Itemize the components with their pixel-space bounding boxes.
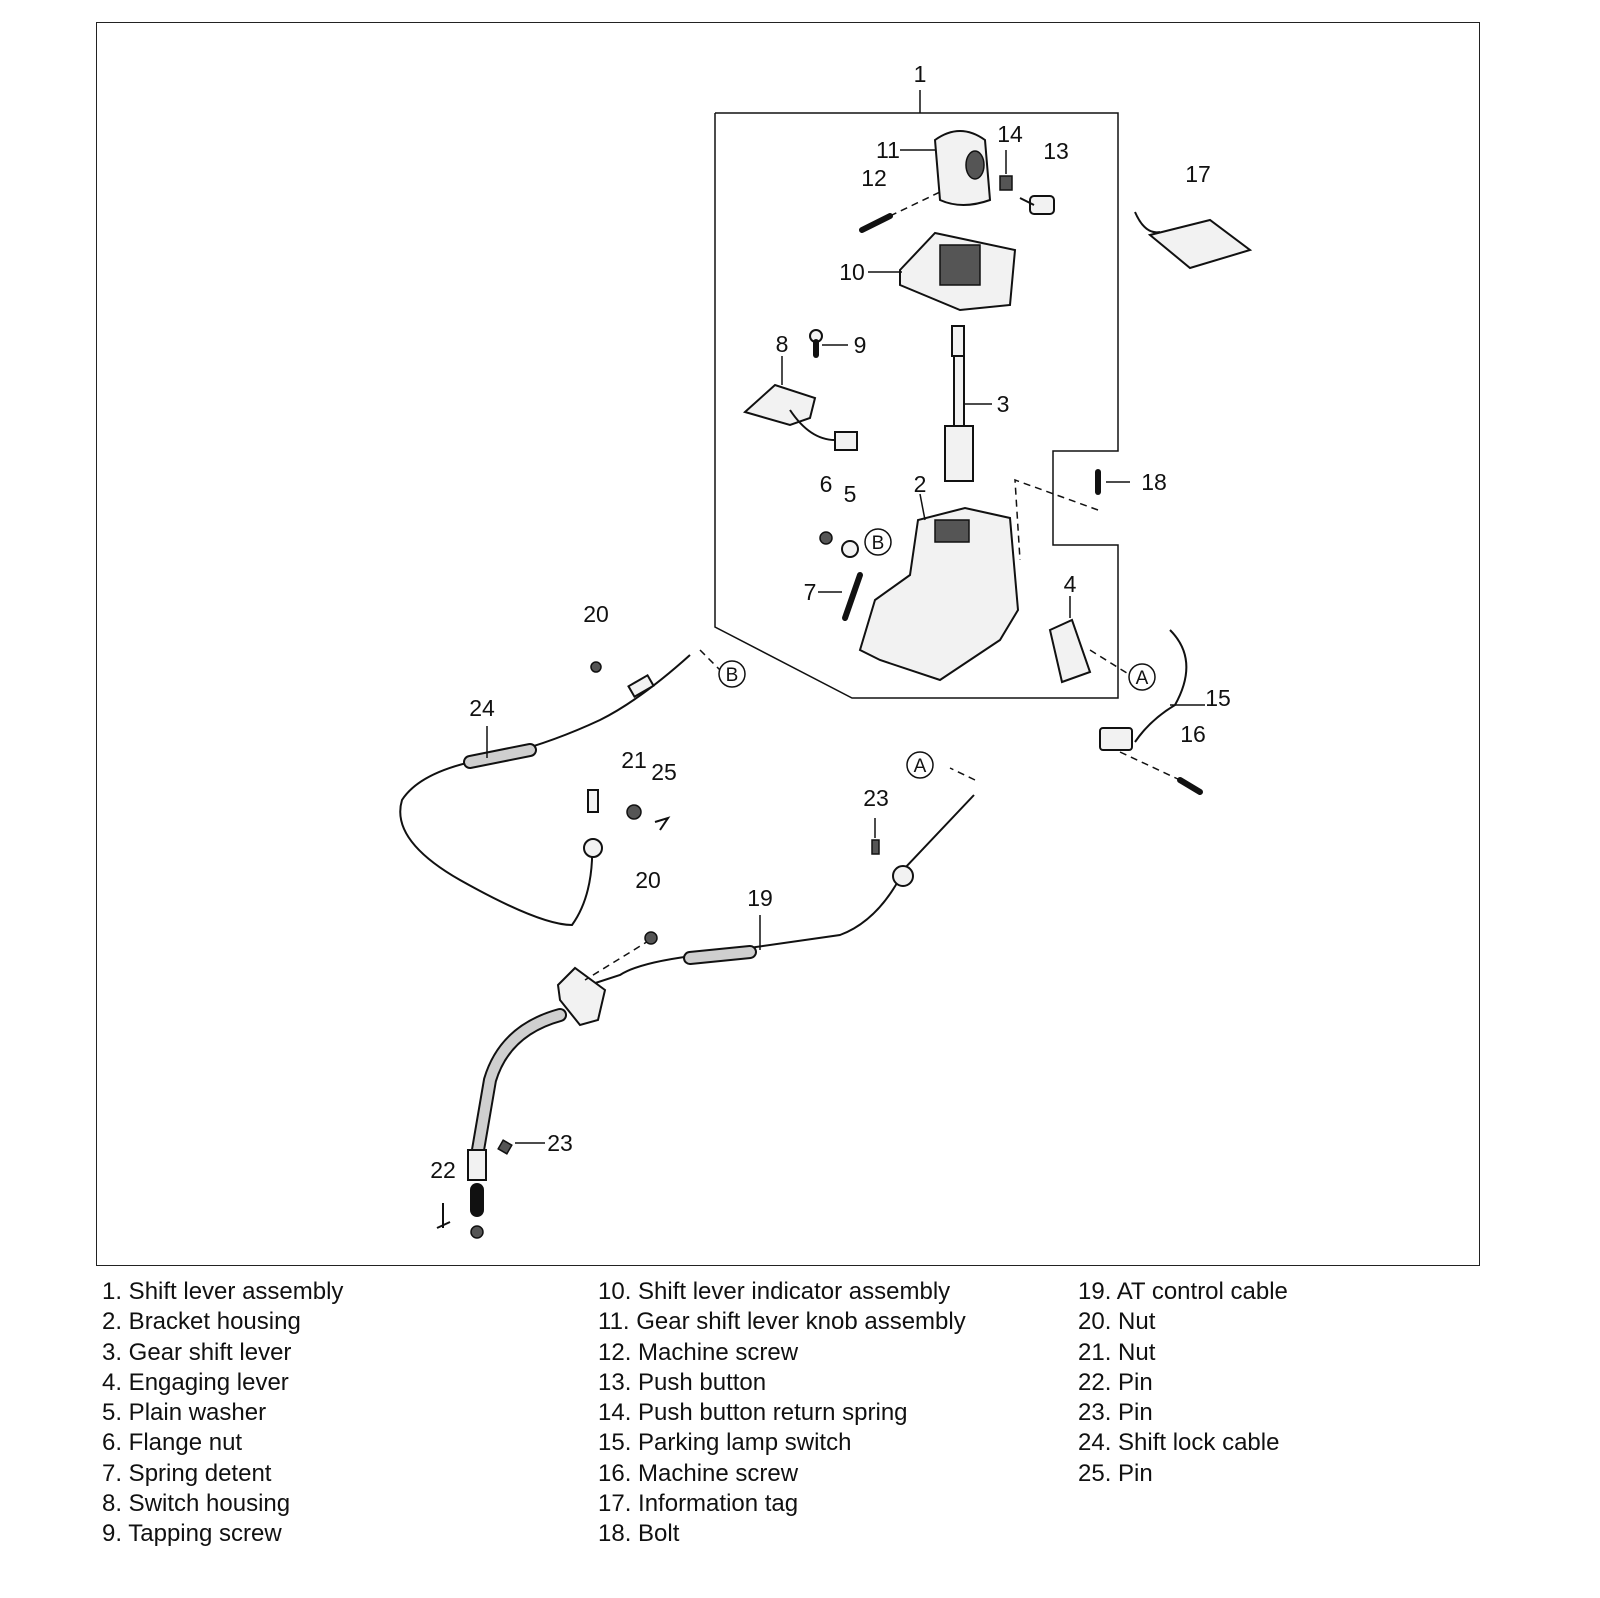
callout-11: 11 <box>876 137 900 163</box>
legend-item: 3. Gear shift lever <box>102 1338 292 1366</box>
callout-20-upper: 20 <box>583 601 609 627</box>
legend-item: 14. Push button return spring <box>598 1399 908 1427</box>
legend-item: 7. Spring detent <box>102 1459 272 1487</box>
bolt-18 <box>1014 469 1130 561</box>
gear-shift-knob <box>900 130 992 206</box>
callout-5: 5 <box>844 481 857 507</box>
legend-item: 20. Nut <box>1078 1308 1156 1336</box>
connector-a-lower: A <box>906 751 934 779</box>
callout-3: 3 <box>997 391 1010 417</box>
callout-23-lower: 23 <box>547 1130 573 1156</box>
legend-item: 16. Machine screw <box>598 1459 799 1487</box>
legend-item: 17. Information tag <box>598 1490 799 1518</box>
legend-item: 10. Shift lever indicator assembly <box>598 1278 951 1305</box>
callout-2: 2 <box>914 471 927 497</box>
legend-item: 5. Plain washer <box>102 1399 267 1427</box>
diagram-frame <box>96 22 1480 1266</box>
callout-23-upper: 23 <box>863 785 889 811</box>
legend-item: 9. Tapping screw <box>102 1520 282 1548</box>
svg-text:B: B <box>872 533 885 554</box>
legend-item: 21. Nut <box>1078 1338 1156 1366</box>
svg-text:B: B <box>726 665 739 686</box>
callout-10: 10 <box>839 259 865 285</box>
legend-column-3: 19. AT control cable 20. Nut 21. Nut 22.… <box>1078 1277 1288 1489</box>
callout-17: 17 <box>1185 161 1211 187</box>
callout-1: 1 <box>914 61 927 87</box>
legend-item: 6. Flange nut <box>102 1429 243 1457</box>
machine-screw-12 <box>859 191 941 233</box>
push-button <box>1019 195 1055 215</box>
legend-column-1: 1. Shift lever assembly 2. Bracket housi… <box>102 1277 343 1550</box>
exploded-diagram: A A B B 1 2 3 4 5 6 7 8 9 10 11 12 13 14… <box>399 61 1253 1239</box>
legend-item: 13. Push button <box>598 1368 767 1396</box>
engaging-lever <box>1048 596 1131 684</box>
callout-24: 24 <box>469 695 495 721</box>
callout-21: 21 <box>621 747 647 773</box>
callout-8: 8 <box>776 331 789 357</box>
legend-item: 8. Switch housing <box>102 1490 291 1518</box>
parts-legend: 1. Shift lever assembly 2. Bracket housi… <box>0 1277 1600 1577</box>
legend-item: 25. Pin <box>1078 1459 1153 1487</box>
gear-shift-lever <box>944 325 992 482</box>
information-tag <box>1134 211 1253 270</box>
svg-text:A: A <box>914 756 927 777</box>
legend-item: 11. Gear shift lever knob assembly <box>598 1308 966 1336</box>
bracket-housing <box>858 493 1020 682</box>
callout-12: 12 <box>861 165 887 191</box>
legend-item: 24. Shift lock cable <box>1078 1429 1280 1457</box>
callout-13: 13 <box>1043 138 1069 164</box>
connector-a-upper: A <box>1128 663 1156 691</box>
assembly-boundary <box>714 112 1119 699</box>
parking-lamp-switch <box>1099 629 1205 795</box>
legend-item: 19. AT control cable <box>1078 1278 1288 1305</box>
shift-lever-indicator <box>868 231 1017 312</box>
svg-text:A: A <box>1136 668 1149 689</box>
legend-item: 18. Bolt <box>598 1520 680 1548</box>
legend-item: 12. Machine screw <box>598 1338 799 1366</box>
legend-item: 15. Parking lamp switch <box>598 1429 852 1457</box>
connector-b-upper: B <box>864 528 892 556</box>
legend-item: 2. Bracket housing <box>102 1308 301 1336</box>
legend-column-2: 10. Shift lever indicator assembly 11. G… <box>598 1277 966 1550</box>
callout-25: 25 <box>651 759 677 785</box>
callout-16: 16 <box>1180 721 1206 747</box>
switch-housing <box>742 329 858 451</box>
callout-6: 6 <box>820 471 833 497</box>
legend-item: 22. Pin <box>1078 1368 1153 1396</box>
legend-item: 23. Pin <box>1078 1399 1153 1427</box>
legend-item: 4. Engaging lever <box>102 1368 289 1396</box>
callout-9: 9 <box>854 332 867 358</box>
callout-14: 14 <box>997 121 1023 147</box>
callout-19: 19 <box>747 885 773 911</box>
push-button-spring <box>999 150 1013 191</box>
at-control-cable <box>436 767 976 1239</box>
spring-detent <box>818 572 863 621</box>
connector-b-lower: B <box>718 660 746 688</box>
flange-nut-and-washer <box>819 531 859 558</box>
callout-15: 15 <box>1205 685 1231 711</box>
callout-18: 18 <box>1141 469 1167 495</box>
callout-4: 4 <box>1064 571 1077 597</box>
legend-item: 1. Shift lever assembly <box>102 1278 344 1305</box>
shift-lock-cable <box>399 649 721 927</box>
callout-22: 22 <box>430 1157 456 1183</box>
callout-20-lower: 20 <box>635 867 661 893</box>
callout-7: 7 <box>804 579 817 605</box>
